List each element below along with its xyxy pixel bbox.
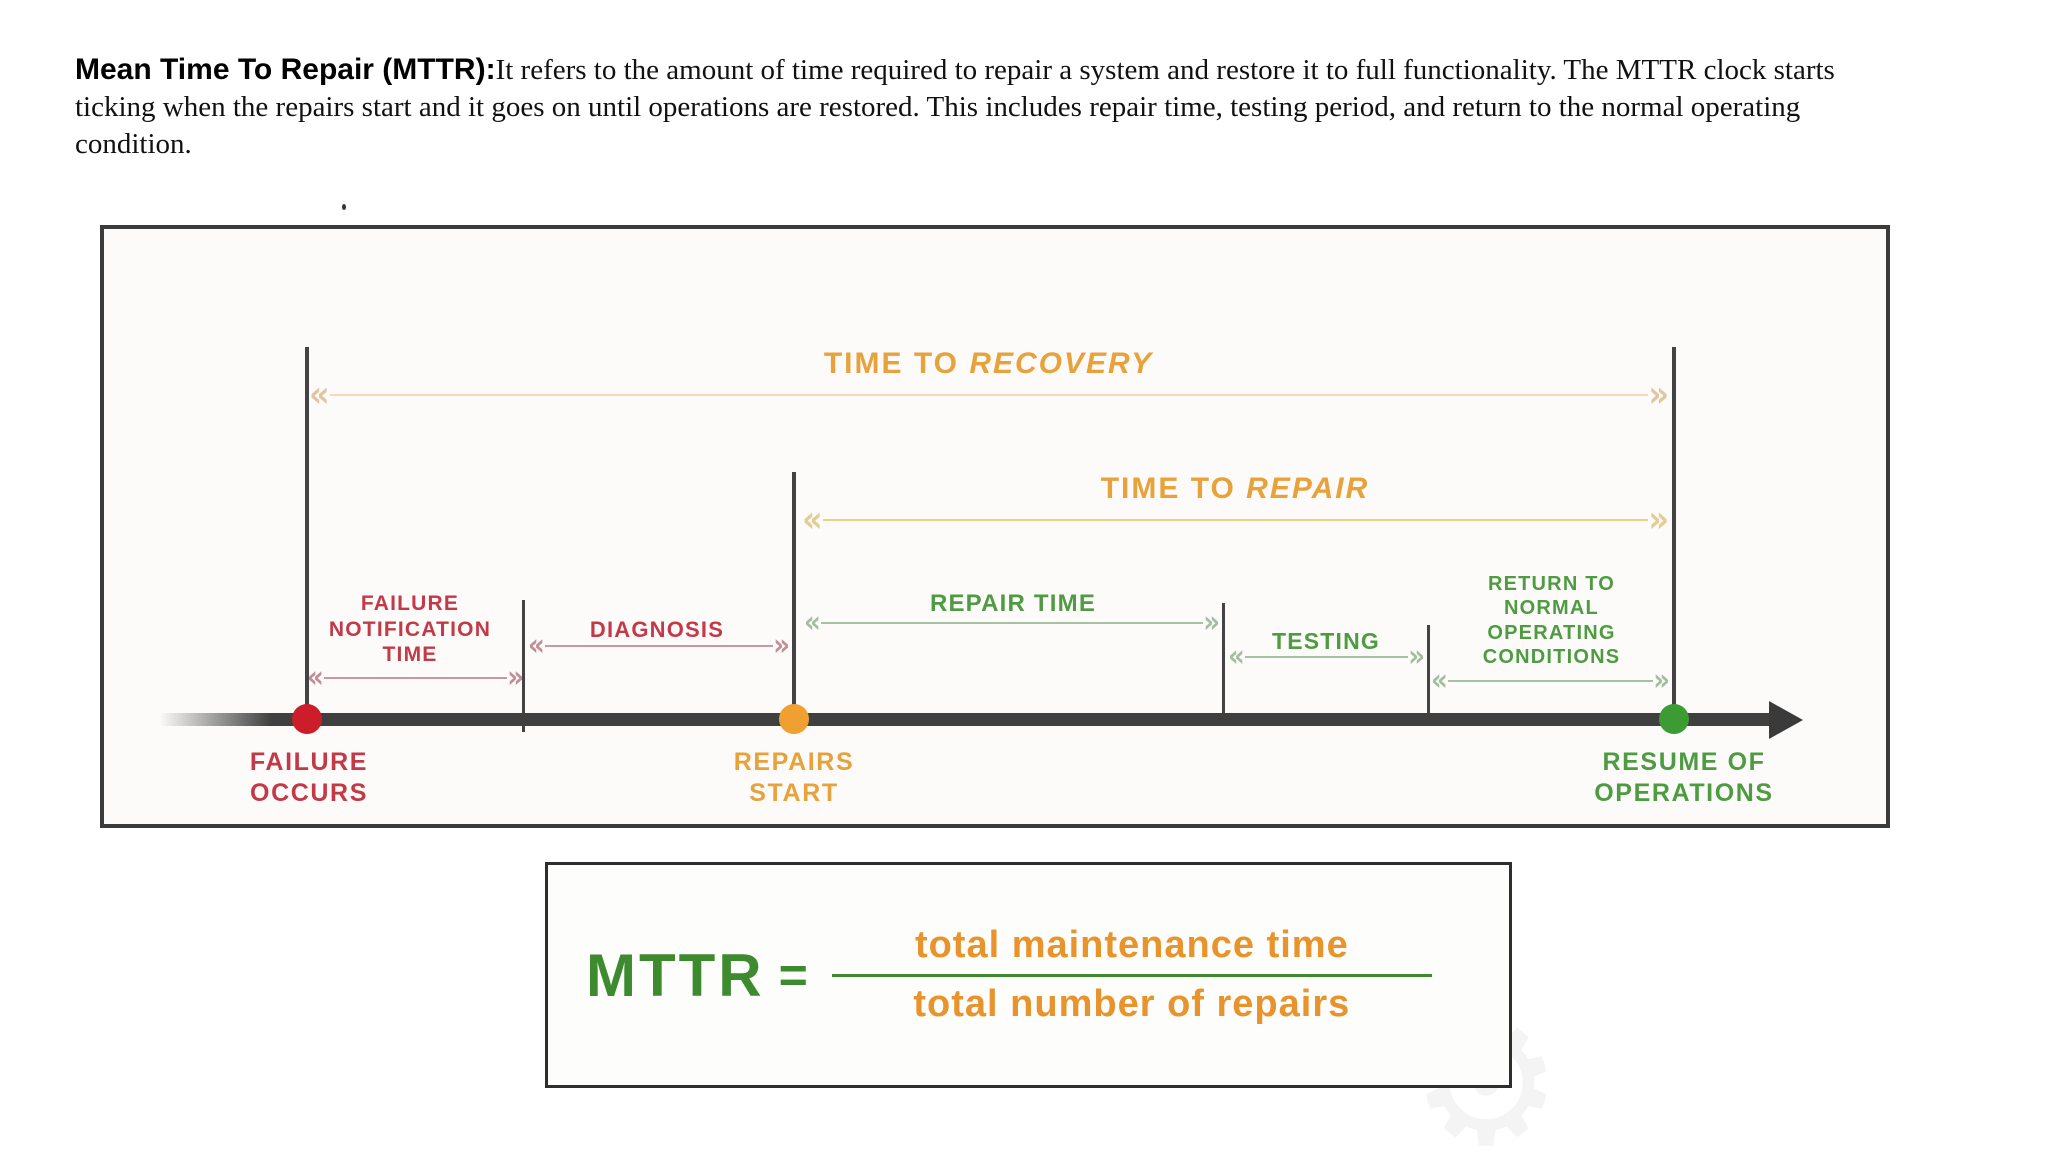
diagnosis-arrow: « » xyxy=(528,628,790,663)
failure-notification-time-label: FAILURE NOTIFICATION TIME xyxy=(328,592,492,667)
testing-arrow: « » xyxy=(1228,639,1425,674)
formula-numerator: total maintenance time xyxy=(914,923,1349,966)
intro-lead: Mean Time To Repair (MTTR): xyxy=(75,53,496,86)
notification-tick xyxy=(522,600,525,732)
chevron-left-icon: « xyxy=(307,660,324,695)
formula-lhs: MTTR xyxy=(586,941,765,1009)
resume-of-operations-label: RESUME OF OPERATIONS xyxy=(1594,748,1774,807)
testing-end-tick xyxy=(1427,625,1430,719)
repair-time-label: REPAIR TIME xyxy=(929,590,1097,617)
failure-line xyxy=(305,347,309,719)
chevron-right-icon: » xyxy=(1203,605,1220,640)
repairs-start-label: REPAIRS START xyxy=(733,748,855,807)
repair-end-tick xyxy=(1222,603,1225,719)
chevron-right-icon: » xyxy=(1648,372,1669,416)
timeline-arrowhead-icon xyxy=(1769,701,1803,739)
time-to-repair-arrow: « » xyxy=(802,497,1669,541)
chevron-right-icon: » xyxy=(1408,639,1425,674)
chevron-right-icon: » xyxy=(1653,663,1670,698)
testing-label: TESTING xyxy=(1271,628,1381,654)
formula-denominator: total number of repairs xyxy=(913,982,1351,1025)
chevron-right-icon: » xyxy=(507,660,524,695)
repair-time-arrow: « » xyxy=(804,605,1220,640)
intro-paragraph: Mean Time To Repair (MTTR):It refers to … xyxy=(75,51,1910,163)
mttr-formula-box: MTTR = total maintenance time total numb… xyxy=(545,862,1512,1088)
chevron-left-icon: « xyxy=(1431,663,1448,698)
time-to-repair-label: TIME TO REPAIR xyxy=(1100,472,1370,505)
chevron-left-icon: « xyxy=(802,497,823,541)
failure-notification-time-arrow: « » xyxy=(307,660,524,695)
failure-occurs-label: FAILURE OCCURS xyxy=(249,748,369,807)
chevron-left-icon: « xyxy=(309,372,330,416)
resume-dot xyxy=(1659,704,1689,734)
fraction-bar xyxy=(831,973,1432,977)
formula-equals: = xyxy=(778,947,808,1003)
resume-line xyxy=(1672,347,1676,719)
chevron-left-icon: « xyxy=(804,605,821,640)
return-to-normal-arrow: « » xyxy=(1431,663,1670,698)
chevron-left-icon: « xyxy=(528,628,545,663)
failure-occurs-dot xyxy=(292,704,322,734)
repairs-start-line xyxy=(792,472,796,719)
stray-dot xyxy=(342,204,346,210)
timeline-diagram: TIME TO RECOVERY « » TIME TO REPAIR « » … xyxy=(100,225,1890,828)
time-to-recovery-arrow: « » xyxy=(309,372,1669,416)
chevron-left-icon: « xyxy=(1228,639,1245,674)
intro-body: It refers to the amount of time required… xyxy=(75,54,1835,160)
chevron-right-icon: » xyxy=(773,628,790,663)
time-to-recovery-label: TIME TO RECOVERY xyxy=(823,347,1154,380)
diagnosis-label: DIAGNOSIS xyxy=(589,617,725,642)
chevron-right-icon: » xyxy=(1648,497,1669,541)
return-to-normal-label: RETURN TO NORMAL OPERATING CONDITIONS xyxy=(1482,573,1621,669)
repairs-start-dot xyxy=(779,704,809,734)
timeline-axis xyxy=(159,713,1771,726)
formula-fraction: total maintenance time total number of r… xyxy=(831,923,1432,1026)
